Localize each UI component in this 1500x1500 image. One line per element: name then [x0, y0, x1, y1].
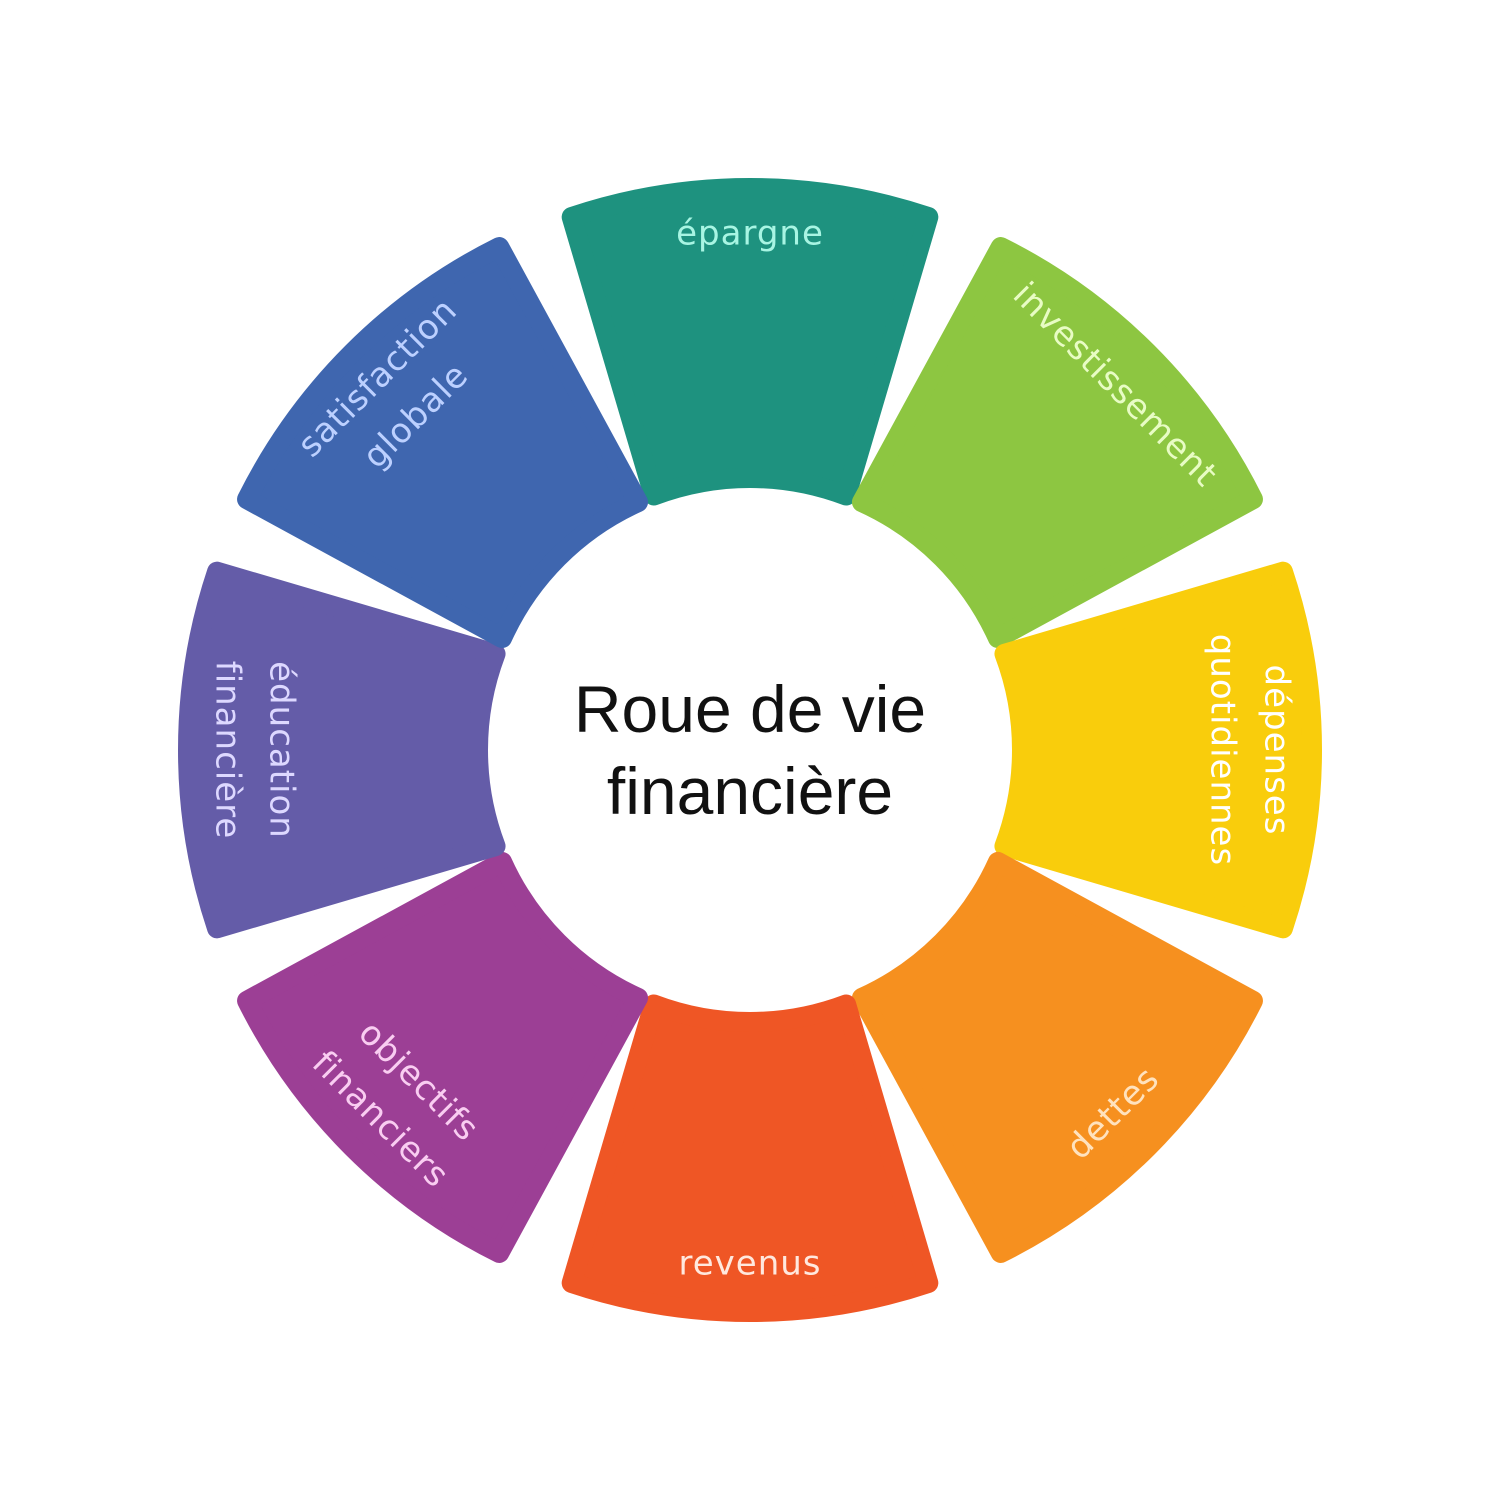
title-line-1: Roue de vie	[573, 672, 927, 746]
segment-shape	[561, 994, 939, 1322]
segment-shape	[561, 178, 939, 506]
segment-shape	[237, 851, 649, 1263]
segment-depenses-quotidiennes: dépenses quotidiennes	[994, 561, 1322, 939]
wheel-title: Roue de vie financière	[450, 668, 1050, 832]
segment-label: revenus	[679, 1244, 822, 1284]
segment-label: financière	[208, 661, 248, 840]
segment-shape	[851, 851, 1263, 1263]
segment-investissement: investissement	[851, 237, 1263, 649]
segment-label: éducation	[262, 661, 302, 839]
segment-shape	[851, 237, 1263, 649]
segment-label: épargne	[676, 214, 824, 254]
segment-education-financiere: éducation financière	[178, 561, 506, 939]
segment-label: dépenses	[1257, 665, 1297, 836]
segment-epargne: épargne	[561, 178, 939, 506]
segment-shape	[178, 561, 506, 939]
title-line-2: financière	[606, 754, 894, 828]
segment-label: quotidiennes	[1203, 634, 1243, 866]
segment-shape	[994, 561, 1322, 939]
segment-revenus: revenus	[561, 994, 939, 1322]
segment-shape	[237, 237, 649, 649]
segment-dettes: dettes	[851, 851, 1263, 1263]
